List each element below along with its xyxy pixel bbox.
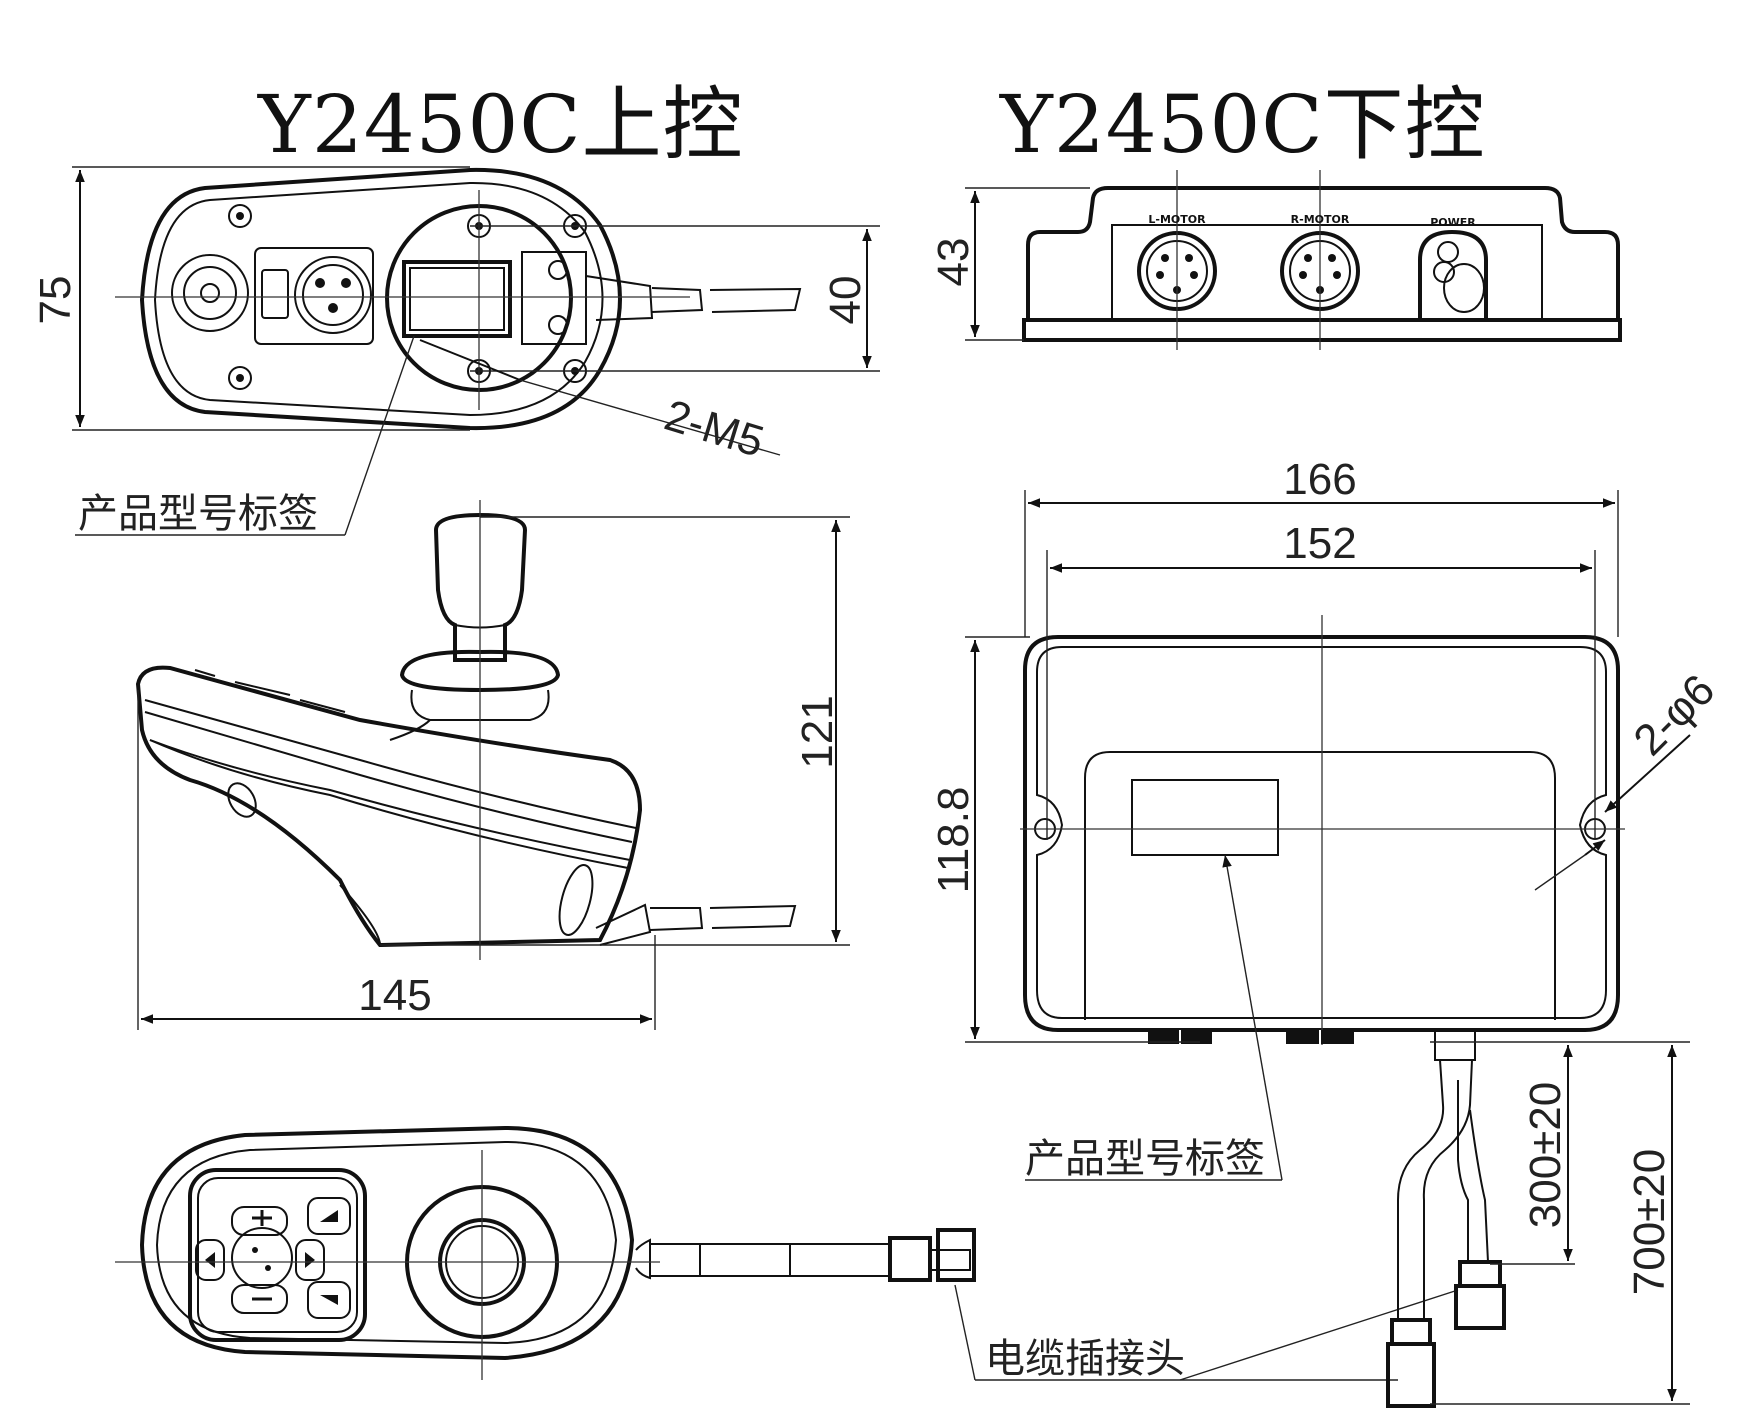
label-tag-leader-lower — [1025, 854, 1283, 1181]
port-label-r-motor: R-MOTOR — [1291, 213, 1350, 226]
dim-upper-length-145: 145 — [358, 971, 431, 1020]
port-label-power: POWER — [1430, 216, 1476, 229]
title-lower-controller: Y2450C下控 — [1000, 78, 1486, 171]
port-label-l-motor: L-MOTOR — [1148, 213, 1206, 226]
upper-front-view — [115, 1125, 976, 1380]
upper-side-view — [135, 500, 797, 960]
dim-cable-700: 700±20 — [1625, 1149, 1674, 1296]
lower-side-view — [1022, 170, 1622, 350]
dim-upper-mount-40: 40 — [821, 276, 870, 325]
label-product-tag-lower: 产品型号标签 — [1025, 1136, 1265, 1182]
title-upper-controller: Y2450C上控 — [258, 78, 744, 171]
callout-thread-2-m5: 2-M5 — [659, 391, 769, 467]
dim-cable-300: 300±20 — [1521, 1082, 1570, 1229]
label-product-tag-upper: 产品型号标签 — [78, 491, 318, 537]
dim-upper-total-height-121: 121 — [793, 695, 842, 768]
lower-top-view — [1020, 615, 1625, 1408]
lower-side-dimensions — [965, 187, 1090, 341]
dim-upper-height-75: 75 — [31, 276, 80, 325]
cable-connector-leader — [954, 1284, 1459, 1381]
dim-lower-height-43: 43 — [929, 238, 978, 287]
dim-lower-depth-118-8: 118.8 — [929, 787, 978, 894]
dim-lower-width-152: 152 — [1283, 519, 1356, 568]
label-tag-leader-upper — [75, 335, 415, 536]
dim-lower-width-166: 166 — [1283, 455, 1356, 504]
upper-top-view — [115, 167, 880, 456]
upper-side-dimensions — [137, 516, 850, 1030]
upper-top-dimensions — [72, 166, 872, 431]
label-cable-connector: 电缆插接头 — [985, 1336, 1185, 1382]
lower-top-dimensions — [965, 490, 1691, 1405]
